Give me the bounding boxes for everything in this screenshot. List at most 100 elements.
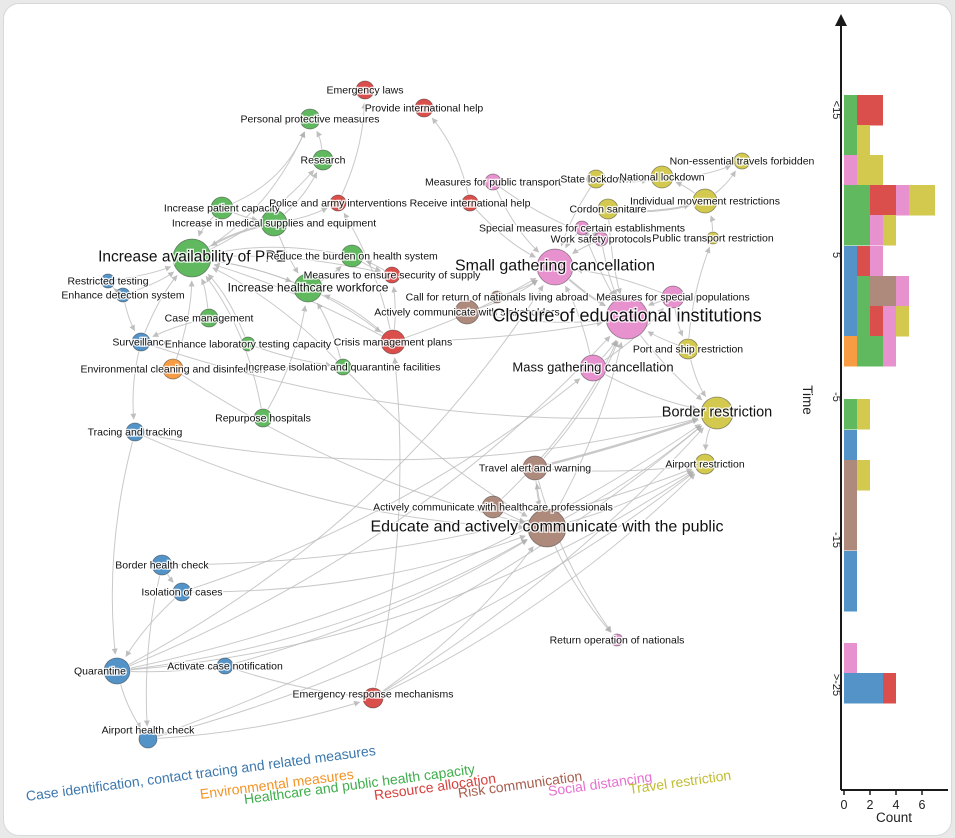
label-case-management: Case management	[165, 313, 254, 325]
bar-segment-row10-health	[844, 399, 857, 430]
bar-segment-row1-res	[857, 95, 883, 126]
node-measures-for-public-transport[interactable]	[484, 173, 502, 191]
edge-environmental-cleaning--educate-communicate-public	[181, 374, 526, 525]
node-police-and-army-interventions[interactable]	[329, 194, 347, 212]
node-personal-protective-measures[interactable]	[299, 108, 321, 130]
node-isolation-of-cases[interactable]	[172, 582, 192, 602]
edge-environmental-cleaning--increase-availability-of-ppe	[176, 280, 195, 359]
node-communicate-healthcare-professionals[interactable]	[481, 495, 505, 519]
edge-communicate-healthcare-professionals--closure-educational-institutions	[501, 340, 618, 500]
bar-segment-row7-soc	[896, 276, 909, 307]
node-increase-availability-of-ppe[interactable]	[172, 238, 212, 278]
edge-border-health-check--airport-restriction	[172, 468, 693, 566]
node-environmental-cleaning[interactable]	[162, 358, 184, 380]
node-cordon-sanitaire[interactable]	[597, 198, 619, 220]
node-public-transport-restriction[interactable]	[706, 231, 720, 245]
node-emergency-response-mechanisms[interactable]	[362, 687, 384, 709]
edge-case-management--increase-availability-of-ppe	[201, 278, 209, 309]
node-increase-healthcare-workforce[interactable]	[293, 273, 323, 303]
label-airport-restriction: Airport restriction	[665, 459, 745, 471]
bar-segment-row17-soc	[844, 643, 857, 674]
edge-activate-case-notification--emergency-response-mechanisms	[233, 668, 360, 699]
edge-tracing-and-tracking--quarantine	[111, 441, 133, 655]
node-reduce-burden-health-system[interactable]	[340, 244, 364, 268]
node-special-measures-establishments[interactable]	[574, 220, 590, 236]
node-enhance-detection-system[interactable]	[115, 287, 131, 303]
node-activate-case-notification[interactable]	[216, 657, 234, 675]
edge-increase-patient-capacity--increase-availability-of-ppe	[197, 216, 214, 237]
node-restricted-testing[interactable]	[100, 273, 116, 289]
node-airport-health-check[interactable]	[138, 729, 158, 749]
edge-emergency-response-mechanisms--crisis-management-plans	[374, 357, 401, 688]
edge-port-and-ship-restriction--closure-educational-institutions	[647, 331, 678, 346]
edge-individual-movement-restrictions--national-lockdown	[675, 181, 695, 194]
node-enhance-lab-testing-capacity[interactable]	[240, 336, 256, 352]
edge-quarantine--closure-educational-institutions	[129, 335, 611, 667]
node-measures-security-of-supply[interactable]	[383, 266, 401, 284]
edge-reduce-burden-health-system--increase-availability-of-ppe	[214, 246, 341, 255]
node-case-management[interactable]	[199, 308, 219, 328]
bar-segment-row4-trav	[909, 185, 935, 216]
node-border-health-check[interactable]	[151, 554, 173, 576]
node-non-essential-travels-forbidden[interactable]	[733, 152, 751, 170]
node-state-lockdown[interactable]	[586, 169, 606, 189]
edge-work-safety-protocols--special-measures-establishments	[590, 231, 597, 238]
node-travel-alert-and-warning[interactable]	[522, 455, 548, 481]
node-repurpose-hospitals[interactable]	[253, 408, 273, 428]
node-emergency-laws[interactable]	[355, 80, 375, 100]
node-work-safety-protocols[interactable]	[593, 231, 609, 247]
node-airport-restriction[interactable]	[694, 453, 716, 475]
node-provide-international-help[interactable]	[414, 98, 434, 118]
label-isolation-of-cases: Isolation of cases	[141, 587, 222, 599]
node-national-lockdown[interactable]	[650, 165, 674, 189]
bar-segment-row2-trav	[857, 125, 870, 156]
edge-increase-availability-of-ppe--personal-protective-measures	[208, 131, 305, 248]
node-closure-educational-institutions[interactable]	[605, 296, 649, 340]
bar-segment-row14-risk	[844, 520, 857, 551]
edge-quarantine--educate-communicate-public	[130, 538, 528, 670]
label-research: Research	[301, 155, 346, 167]
bar-segment-row11-case	[844, 430, 857, 461]
node-tracing-and-tracking[interactable]	[125, 422, 145, 442]
node-small-gathering-cancellation[interactable]	[536, 248, 574, 286]
edge-quarantine--small-gathering-cancellation	[129, 285, 544, 665]
node-surveillance[interactable]	[131, 332, 151, 352]
node-communicate-with-stakeholders[interactable]	[454, 299, 480, 325]
node-port-and-ship-restriction[interactable]	[677, 338, 699, 360]
edge-increase-medical-supplies--police-and-army-interventions	[287, 207, 328, 222]
node-measures-special-populations[interactable]	[661, 285, 685, 309]
edge-case-management--surveillance	[152, 319, 200, 337]
edge-increase-medical-supplies--increase-healthcare-workforce	[278, 235, 299, 274]
bar-segment-row4-soc	[896, 185, 909, 216]
edge-measures-security-of-supply--increase-availability-of-ppe	[214, 253, 384, 274]
edge-increase-availability-of-ppe--increase-healthcare-workforce	[211, 260, 292, 283]
node-individual-movement-restrictions[interactable]	[692, 188, 718, 214]
edge-port-and-ship-restriction--public-transport-restriction	[688, 246, 711, 339]
node-receive-international-help[interactable]	[461, 194, 479, 212]
edge-increase-healthcare-workforce--reduce-burden-health-system	[320, 266, 342, 282]
node-border-restriction[interactable]	[700, 396, 734, 430]
label-special-measures-establishments: Special measures for certain establishme…	[479, 223, 685, 235]
edge-increase-healthcare-workforce--crisis-management-plans	[321, 294, 381, 333]
label-emergency-laws: Emergency laws	[326, 85, 403, 97]
label-quarantine: Quarantine	[74, 666, 126, 678]
node-increase-medical-supplies[interactable]	[260, 209, 288, 237]
node-research[interactable]	[312, 149, 334, 171]
count-tick-label-0: 0	[841, 798, 848, 812]
node-increase-patient-capacity[interactable]	[210, 196, 234, 220]
edge-educate-communicate-public--return-operation-of-nationals	[554, 546, 611, 633]
edge-crisis-management-plans--closure-educational-institutions	[405, 320, 603, 343]
node-return-operation-of-nationals[interactable]	[610, 633, 624, 647]
node-increase-isolation-quarantine[interactable]	[334, 358, 352, 376]
label-enhance-lab-testing-capacity: Enhance laboratory testing capacity	[165, 339, 332, 351]
node-educate-communicate-public[interactable]	[527, 508, 567, 548]
edge-enhance-lab-testing-capacity--increase-availability-of-ppe	[207, 274, 246, 337]
node-quarantine[interactable]	[103, 657, 131, 685]
node-crisis-management-plans[interactable]	[380, 329, 406, 355]
edge-quarantine--activate-case-notification	[130, 665, 214, 673]
edge-state-lockdown--small-gathering-cancellation	[560, 187, 592, 247]
node-mass-gathering-cancellation[interactable]	[579, 354, 607, 382]
bar-segment-row5-health	[844, 215, 870, 246]
node-call-return-nationals-abroad[interactable]	[490, 290, 504, 304]
